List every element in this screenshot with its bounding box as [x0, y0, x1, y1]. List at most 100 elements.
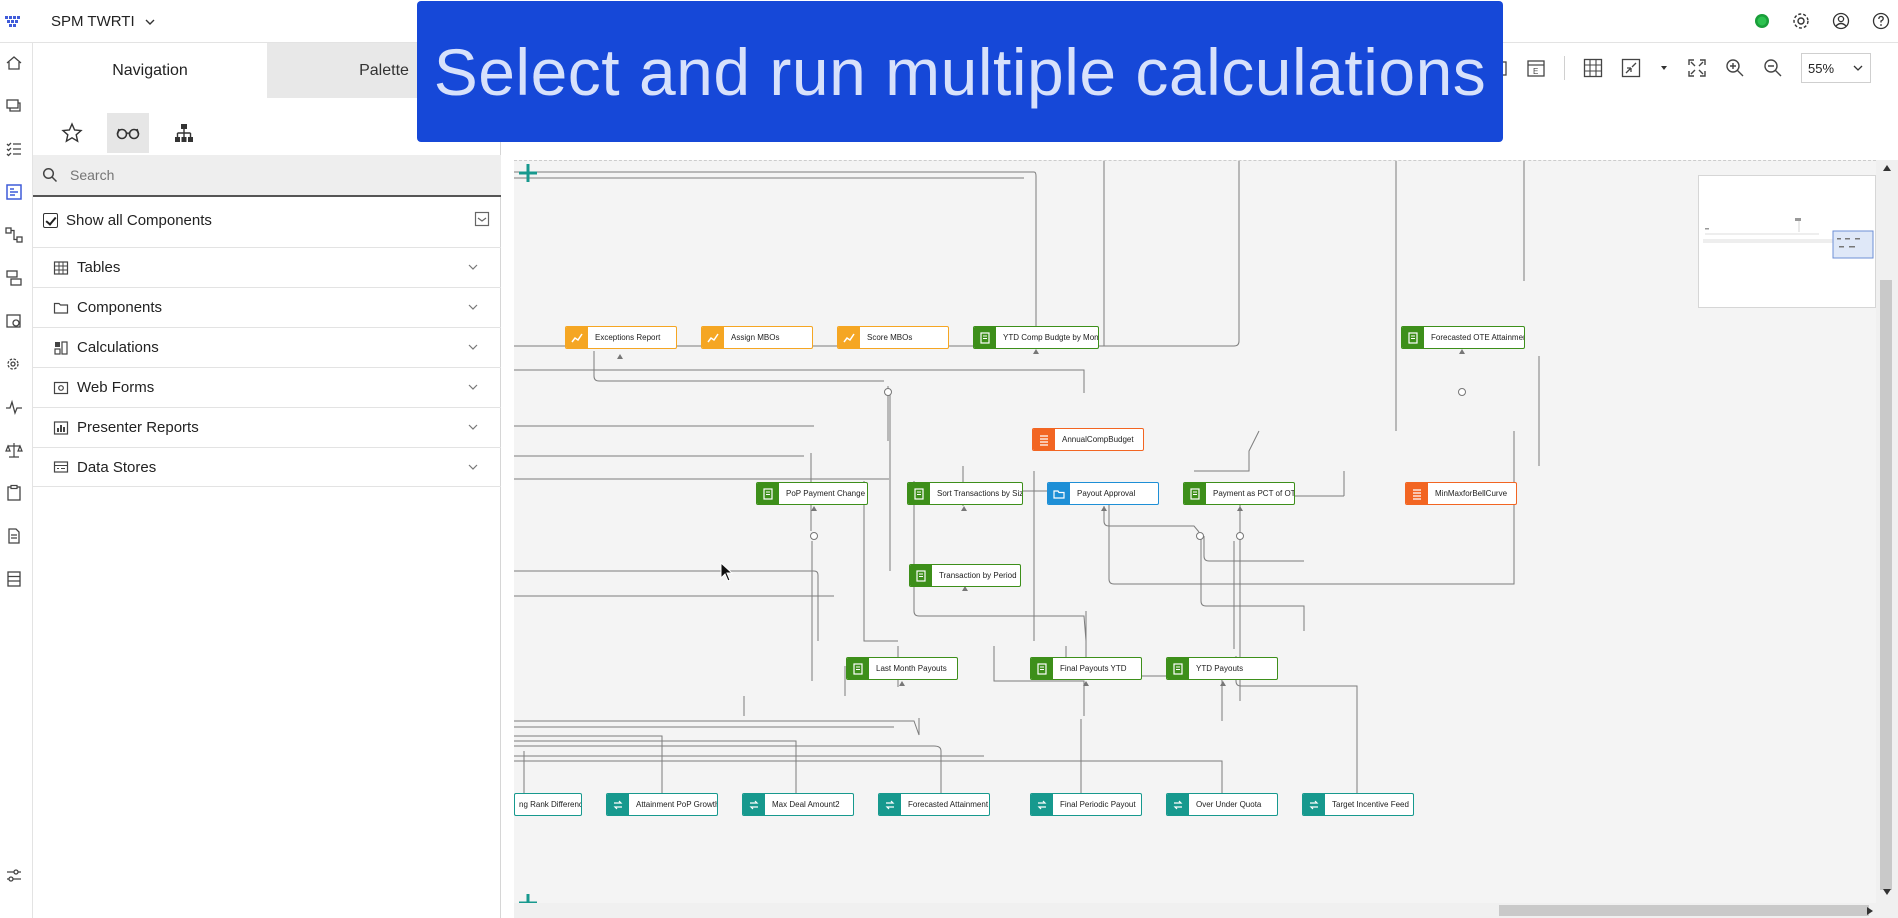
- folder-icon: [1048, 483, 1070, 504]
- datastore-icon: [53, 461, 69, 473]
- model-map-icon[interactable]: [5, 183, 23, 201]
- chevron-down-icon: [468, 384, 478, 390]
- node-label: Sort Transactions by Size: [937, 489, 1023, 498]
- workflow-icon[interactable]: [5, 226, 23, 244]
- balance-scale-icon[interactable]: [5, 441, 23, 459]
- search-input[interactable]: [70, 167, 470, 183]
- app-logo-icon[interactable]: [4, 12, 22, 30]
- section-label: Web Forms: [77, 379, 155, 396]
- calculation-icon: [1402, 327, 1424, 348]
- bar-chart-icon: [53, 420, 69, 435]
- calculation-icon: [974, 327, 996, 348]
- document-icon[interactable]: [5, 527, 23, 545]
- node-label: Score MBOs: [867, 333, 913, 342]
- calculation-icon: [908, 483, 930, 504]
- node-label: Last Month Payouts: [876, 664, 947, 673]
- tab-navigation[interactable]: Navigation: [33, 43, 267, 98]
- checklist-icon[interactable]: [5, 140, 23, 158]
- add-node-top-button[interactable]: [516, 161, 540, 185]
- sliders-icon[interactable]: [5, 867, 23, 885]
- section-components[interactable]: Components: [33, 287, 501, 327]
- node-ytd-payouts[interactable]: YTD Payouts: [1166, 657, 1278, 680]
- document-flow-icon[interactable]: [5, 269, 23, 287]
- node-final-periodic-payout[interactable]: Final Periodic Payout: [1030, 793, 1142, 816]
- node-over-under-quota[interactable]: Over Under Quota: [1166, 793, 1278, 816]
- zoom-in-icon[interactable]: [1725, 58, 1745, 78]
- user-profile-icon[interactable]: [1832, 12, 1850, 30]
- section-calculations[interactable]: Calculations: [33, 327, 501, 367]
- node-pop-payment-change[interactable]: PoP Payment Change: [756, 482, 868, 505]
- schedule-icon[interactable]: [5, 312, 23, 330]
- node-final-payouts-ytd[interactable]: Final Payouts YTD: [1030, 657, 1142, 680]
- node-last-month-payouts[interactable]: Last Month Payouts: [846, 657, 958, 680]
- fit-to-screen-icon[interactable]: [1687, 58, 1707, 78]
- show-all-components-toggle[interactable]: Show all Components: [43, 212, 212, 229]
- horizontal-scroll-thumb[interactable]: [1499, 905, 1869, 916]
- model-canvas[interactable]: Exceptions Report Assign MBOs Score MBOs…: [514, 160, 1876, 918]
- database-list-icon[interactable]: [5, 570, 23, 588]
- hierarchy-view-button[interactable]: [163, 113, 205, 153]
- table-icon: [1033, 429, 1055, 450]
- node-score-mbos[interactable]: Score MBOs: [837, 326, 949, 349]
- gear-icon[interactable]: [1792, 12, 1810, 30]
- node-payment-as-pct-of-ote[interactable]: Payment as PCT of OTE: [1183, 482, 1295, 505]
- node-assign-mbos[interactable]: Assign MBOs: [701, 326, 813, 349]
- grid-icon[interactable]: [1583, 58, 1603, 78]
- zoom-out-icon[interactable]: [1763, 58, 1783, 78]
- favorites-view-button[interactable]: [51, 113, 93, 153]
- node-rank-difference[interactable]: ng Rank Difference: [514, 793, 582, 816]
- canvas-minimap[interactable]: [1698, 175, 1876, 308]
- node-forecasted-attainment-by-ae[interactable]: Forecasted Attainment by AE: [878, 793, 990, 816]
- section-data-stores[interactable]: Data Stores: [33, 447, 501, 487]
- chevron-down-icon: [468, 424, 478, 430]
- section-web-forms[interactable]: Web Forms: [33, 367, 501, 407]
- messages-icon[interactable]: [5, 97, 23, 115]
- node-label: Over Under Quota: [1196, 800, 1262, 809]
- pulse-icon[interactable]: [5, 398, 23, 416]
- webform-icon: [53, 381, 69, 394]
- node-payout-approval[interactable]: Payout Approval: [1047, 482, 1159, 505]
- node-ytd-comp-budgte-by-month[interactable]: YTD Comp Budgte by Month: [973, 326, 1099, 349]
- import-icon: [743, 794, 765, 815]
- help-icon[interactable]: [1872, 12, 1890, 30]
- node-annualcompbudget[interactable]: AnnualCompBudget: [1032, 428, 1144, 451]
- calculation-icon: [1031, 658, 1053, 679]
- zoom-value: 55%: [1808, 60, 1835, 76]
- table-icon: [1406, 483, 1428, 504]
- home-icon[interactable]: [5, 54, 23, 72]
- node-attainment-pop-growth[interactable]: Attainment PoP Growth: [606, 793, 718, 816]
- node-max-deal-amount2[interactable]: Max Deal Amount2: [742, 793, 854, 816]
- node-target-incentive-feed[interactable]: Target Incentive Feed: [1302, 793, 1414, 816]
- horizontal-scrollbar[interactable]: [514, 903, 1876, 918]
- connector-lines: [514, 161, 1540, 801]
- calculation-icon: [54, 340, 68, 355]
- show-all-checkbox[interactable]: [43, 213, 58, 228]
- vertical-scroll-thumb[interactable]: [1880, 280, 1892, 890]
- calendar-e-icon[interactable]: E: [1526, 58, 1546, 78]
- caret-down-icon[interactable]: [1659, 63, 1669, 73]
- zoom-level-select[interactable]: 55%: [1801, 53, 1871, 83]
- node-label: ng Rank Difference: [519, 800, 582, 809]
- node-minmaxforbellcurve[interactable]: MinMaxforBellCurve: [1405, 482, 1517, 505]
- glasses-view-button[interactable]: [107, 113, 149, 153]
- clipboard-icon[interactable]: [5, 484, 23, 502]
- vertical-scrollbar[interactable]: [1876, 160, 1898, 918]
- shrink-icon[interactable]: [1621, 58, 1641, 78]
- collapse-all-icon[interactable]: [474, 211, 490, 227]
- section-presenter-reports[interactable]: Presenter Reports: [33, 407, 501, 447]
- search-bar: [33, 155, 501, 197]
- node-forecasted-ote-attainment[interactable]: Forecasted OTE Attainment: [1401, 326, 1525, 349]
- workspace-selector[interactable]: SPM TWRTI: [51, 13, 155, 30]
- chevron-down-icon: [468, 344, 478, 350]
- settings-cog-icon[interactable]: [5, 355, 23, 373]
- scroll-up-icon[interactable]: [1882, 164, 1892, 172]
- node-sort-transactions-by-size[interactable]: Sort Transactions by Size: [907, 482, 1023, 505]
- scroll-right-icon[interactable]: [1866, 906, 1874, 916]
- node-exceptions-report[interactable]: Exceptions Report: [565, 326, 677, 349]
- section-tables[interactable]: Tables: [33, 247, 501, 287]
- glasses-icon: [116, 128, 140, 140]
- tutorial-hint-banner: Select and run multiple calculations: [417, 1, 1503, 142]
- node-transaction-by-period[interactable]: Transaction by Period: [909, 564, 1021, 587]
- scroll-down-icon[interactable]: [1882, 888, 1892, 896]
